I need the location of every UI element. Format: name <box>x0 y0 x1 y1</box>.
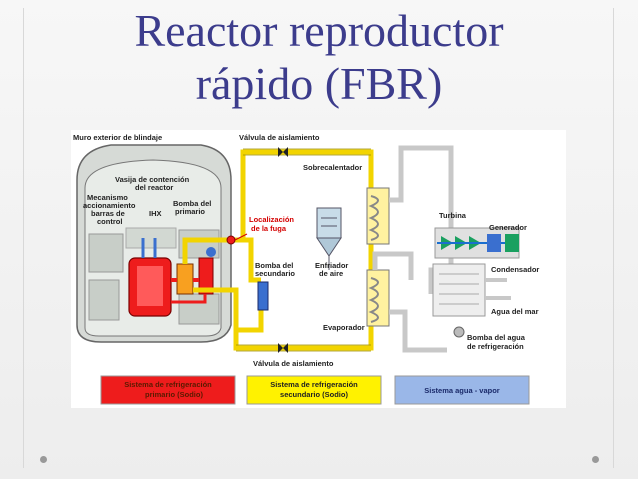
superheater <box>366 187 390 245</box>
leak-location-icon <box>226 235 236 245</box>
legend-water-steam: Sistema agua - vapor <box>424 386 500 395</box>
isolation-valve-bottom-icon <box>278 343 288 353</box>
condenser <box>432 263 511 317</box>
turbine-generator <box>434 227 520 259</box>
slide-dot-right <box>592 456 599 463</box>
label-generator: Generador <box>489 223 527 232</box>
label-air-cooler-1: Enfriador <box>315 261 348 270</box>
slide-border <box>23 8 614 468</box>
legend-primary-line-1: Sistema de refrigeración <box>124 380 212 389</box>
secondary-loop-outline <box>236 148 371 352</box>
label-control-rod-3: barras de <box>91 209 125 218</box>
secondary-pump <box>257 281 269 311</box>
slide-dot-left <box>40 456 47 463</box>
label-vessel-2: del reactor <box>135 183 173 192</box>
fbr-diagram: Muro exterior de blindaje Válvula de ais… <box>71 130 566 408</box>
label-evaporator: Evaporador <box>323 323 365 332</box>
label-control-rod-1: Mecanismo <box>87 193 128 202</box>
label-leak-2: de la fuga <box>251 224 287 233</box>
legend-secondary-line-1: Sistema de refrigeración <box>270 380 358 389</box>
evaporator <box>366 269 390 327</box>
legend: Sistema de refrigeración primario (Sodio… <box>100 375 530 405</box>
fbr-diagram-svg: Muro exterior de blindaje Válvula de ais… <box>73 133 539 405</box>
label-turbine: Turbina <box>439 211 467 220</box>
label-leak-1: Localización <box>249 215 294 224</box>
label-secondary-pump-1: Bomba del <box>255 261 293 270</box>
label-sea-water: Agua del mar <box>491 307 539 316</box>
label-isolation-valve-bottom: Válvula de aislamiento <box>253 359 334 368</box>
label-control-rod-4: control <box>97 217 122 226</box>
cooling-water-pump-icon <box>453 326 465 338</box>
slide-title: Reactor reproductor rápido (FBR) <box>0 4 638 110</box>
legend-secondary-line-2: secundario (Sodio) <box>280 390 348 399</box>
isolation-valve-top-icon <box>278 147 288 157</box>
legend-primary-line-2: primario (Sodio) <box>145 390 203 399</box>
label-condenser: Condensador <box>491 265 539 274</box>
label-cooling-pump-2: de refrigeración <box>467 342 524 351</box>
title-line-1: Reactor reproductor <box>134 5 504 56</box>
label-outer-shield-wall: Muro exterior de blindaje <box>73 133 162 142</box>
title-line-2: rápido (FBR) <box>195 58 443 109</box>
label-air-cooler-2: de aire <box>319 269 343 278</box>
label-secondary-pump-2: secundario <box>255 269 295 278</box>
label-primary-pump-1: Bomba del <box>173 199 211 208</box>
label-primary-pump-2: primario <box>175 207 205 216</box>
label-isolation-valve-top: Válvula de aislamiento <box>239 133 320 142</box>
label-control-rod-2: accionamiento <box>83 201 136 210</box>
air-cooler <box>316 207 342 270</box>
diagram-labels: Muro exterior de blindaje Válvula de ais… <box>73 133 539 368</box>
label-superheater: Sobrecalentador <box>303 163 362 172</box>
primary-system <box>128 238 216 317</box>
label-cooling-pump-1: Bomba del agua <box>467 333 526 342</box>
label-vessel-1: Vasija de contención <box>115 175 190 184</box>
label-ihx: IHX <box>149 209 162 218</box>
